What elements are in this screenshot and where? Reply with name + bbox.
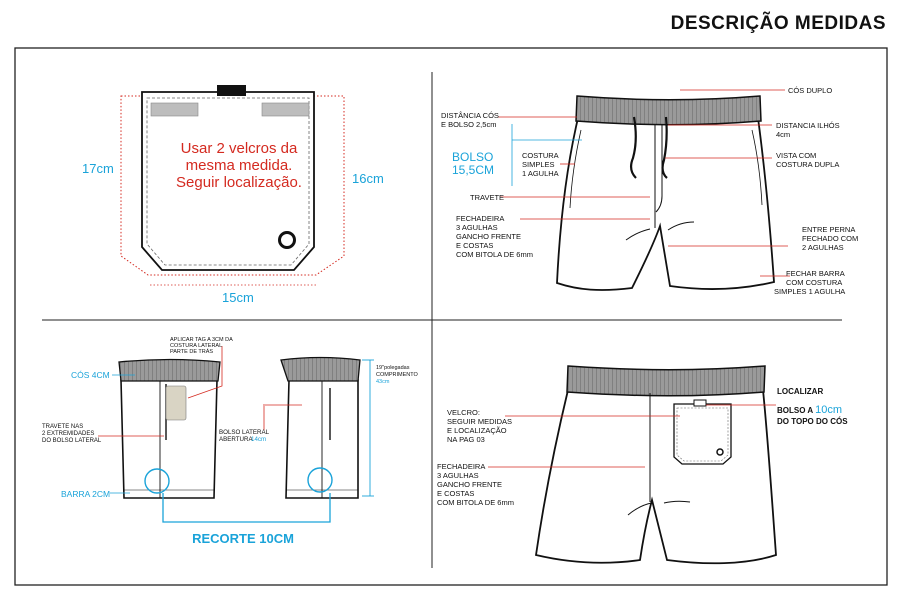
label-fechadeira-5: COM BITOLA DE 6mm xyxy=(456,250,533,259)
pocket-body xyxy=(141,91,315,271)
label-bolso-2: 15,5CM xyxy=(452,163,494,177)
label-velcro-4: NA PAG 03 xyxy=(447,435,485,444)
label-fechadeira-back-5: COM BITOLA DE 6mm xyxy=(437,498,514,507)
back-waistband xyxy=(566,365,766,397)
front-shorts-body xyxy=(556,117,775,291)
callout-line-aplicar-tag xyxy=(187,346,223,399)
label-fechar-barra-3: SIMPLES 1 AGULHA xyxy=(774,287,845,296)
front-pocket-line-left xyxy=(569,129,582,209)
label-costura-1: COSTURA xyxy=(522,151,559,160)
label-distancia-cos-2: E BOLSO 2,5cm xyxy=(441,120,496,129)
pocket-panel: Usar 2 velcros da mesma medida. Seguir l… xyxy=(82,85,384,305)
label-localizar-1: LOCALIZAR xyxy=(777,387,823,396)
back-shorts-panel: VELCRO: SEGUIR MEDIDAS E LOCALIZAÇÃO NA … xyxy=(437,365,848,565)
pocket-width-label: 15cm xyxy=(222,290,254,305)
velcro-patch-left xyxy=(150,102,199,117)
label-barra-2cm: BARRA 2CM xyxy=(61,489,110,499)
side-view-2-recorte-circle xyxy=(307,467,333,493)
velcro-patch-right xyxy=(261,102,310,117)
back-pocket-stitch xyxy=(676,407,729,462)
pocket-height-right-label: 16cm xyxy=(352,171,384,186)
label-bolso-lateral-2: ABERTURA xyxy=(219,436,253,443)
side-view-1-recorte-circle xyxy=(144,468,170,494)
label-cos-duplo: CÓS DUPLO xyxy=(788,86,832,95)
label-travete-lateral-3: DO BOLSO LATERAL xyxy=(42,438,102,444)
label-localizar-value: 10cm xyxy=(815,404,842,416)
front-leg-fold xyxy=(625,221,695,241)
drawcord xyxy=(629,116,668,179)
label-ilhos-2: 4cm xyxy=(776,130,790,139)
label-cos-4cm: CÓS 4CM xyxy=(71,370,110,380)
label-bolso-lateral-1: BOLSO LATERAL xyxy=(219,429,270,436)
front-shorts-panel: DISTÂNCIA CÓS E BOLSO 2,5cm BOLSO 15,5CM… xyxy=(441,86,858,296)
back-pocket-eyelet xyxy=(716,448,724,456)
label-costura-2: SIMPLES xyxy=(522,160,555,169)
back-pocket xyxy=(673,403,732,465)
side-view-1-tag xyxy=(165,385,187,421)
pocket-note-line-2: mesma medida. xyxy=(186,157,293,174)
label-fechadeira-1: FECHADEIRA xyxy=(456,214,504,223)
back-pocket-tab xyxy=(693,399,707,407)
back-leg-fold xyxy=(627,500,691,516)
label-fechadeira-4: E COSTAS xyxy=(456,241,493,250)
label-fechadeira-back-3: GANCHO FRENTE xyxy=(437,480,502,489)
label-comprimento-2: COMPRIMENTO xyxy=(376,372,418,378)
label-localizar-3: DO TOPO DO CÓS xyxy=(777,417,848,426)
label-fechadeira-back-2: 3 AGULHAS xyxy=(437,471,479,480)
label-fechar-barra-1: FECHAR BARRA xyxy=(786,269,845,278)
page-title: DESCRIÇÃO MEDIDAS xyxy=(671,12,886,34)
pocket-eyelet xyxy=(278,231,296,249)
label-fechar-barra-2: COM COSTURA xyxy=(786,278,842,287)
recorte-bracket xyxy=(162,493,331,523)
label-recorte: RECORTE 10CM xyxy=(192,531,294,546)
label-distancia-cos-1: DISTÂNCIA CÓS xyxy=(441,111,499,120)
label-vista-1: VISTA COM xyxy=(776,151,816,160)
label-localizar-2-line: BOLSO A 10cm xyxy=(777,404,842,416)
label-fechadeira-2: 3 AGULHAS xyxy=(456,223,498,232)
label-velcro-3: E LOCALIZAÇÃO xyxy=(447,426,507,435)
label-costura-3: 1 AGULHA xyxy=(522,169,559,178)
label-entre-perna-1: ENTRE PERNA xyxy=(802,225,855,234)
side-views-panel: RECORTE 10CM CÓS 4CM TRAVETE NAS 2 EXTRE… xyxy=(42,337,418,546)
pocket-note-line-1: Usar 2 velcros da xyxy=(181,140,298,157)
front-waistband xyxy=(575,95,762,126)
label-bolso-lateral-value: 14cm xyxy=(251,436,266,443)
label-aplicar-tag-3: PARTE DE TRÁS xyxy=(170,348,213,355)
front-vista xyxy=(655,124,663,213)
label-aplicar-tag-1: APLICAR TAG A 3CM DA xyxy=(170,337,233,343)
label-travete: TRAVETE xyxy=(470,193,504,202)
sheet-frame xyxy=(14,47,888,586)
front-pocket-line-right xyxy=(751,129,763,206)
pocket-note-line-3: Seguir localização. xyxy=(176,174,302,191)
label-fechadeira-back-4: E COSTAS xyxy=(437,489,474,498)
label-localizar-2: BOLSO A xyxy=(777,406,815,415)
label-comprimento-value: 43cm xyxy=(376,379,390,385)
pocket-tab xyxy=(217,85,246,96)
side-view-1-waistband xyxy=(118,358,221,382)
side-view-2-waistband xyxy=(280,356,361,382)
label-ilhos-1: DISTANCIA ILHÓS xyxy=(776,121,840,130)
pocket-height-left-label: 17cm xyxy=(82,161,114,176)
label-bolso-1: BOLSO xyxy=(452,150,493,164)
label-entre-perna-2: FECHADO COM xyxy=(802,234,858,243)
pocket-outline-dotted xyxy=(120,95,345,276)
label-fechadeira-back-1: FECHADEIRA xyxy=(437,462,485,471)
pocket-stitch xyxy=(146,97,310,266)
label-fechadeira-3: GANCHO FRENTE xyxy=(456,232,521,241)
label-comprimento-1: 19"polegadas xyxy=(376,365,410,371)
label-velcro-1: VELCRO: xyxy=(447,408,480,417)
label-aplicar-tag-2: COSTURA LATERAL xyxy=(170,343,222,349)
label-travete-lateral-2: 2 EXTREMIDADES xyxy=(42,431,94,437)
label-entre-perna-3: 2 AGULHAS xyxy=(802,243,844,252)
label-vista-2: COSTURA DUPLA xyxy=(776,160,839,169)
label-velcro-2: SEGUIR MEDIDAS xyxy=(447,417,512,426)
label-travete-lateral-1: TRAVETE NAS xyxy=(42,424,83,430)
